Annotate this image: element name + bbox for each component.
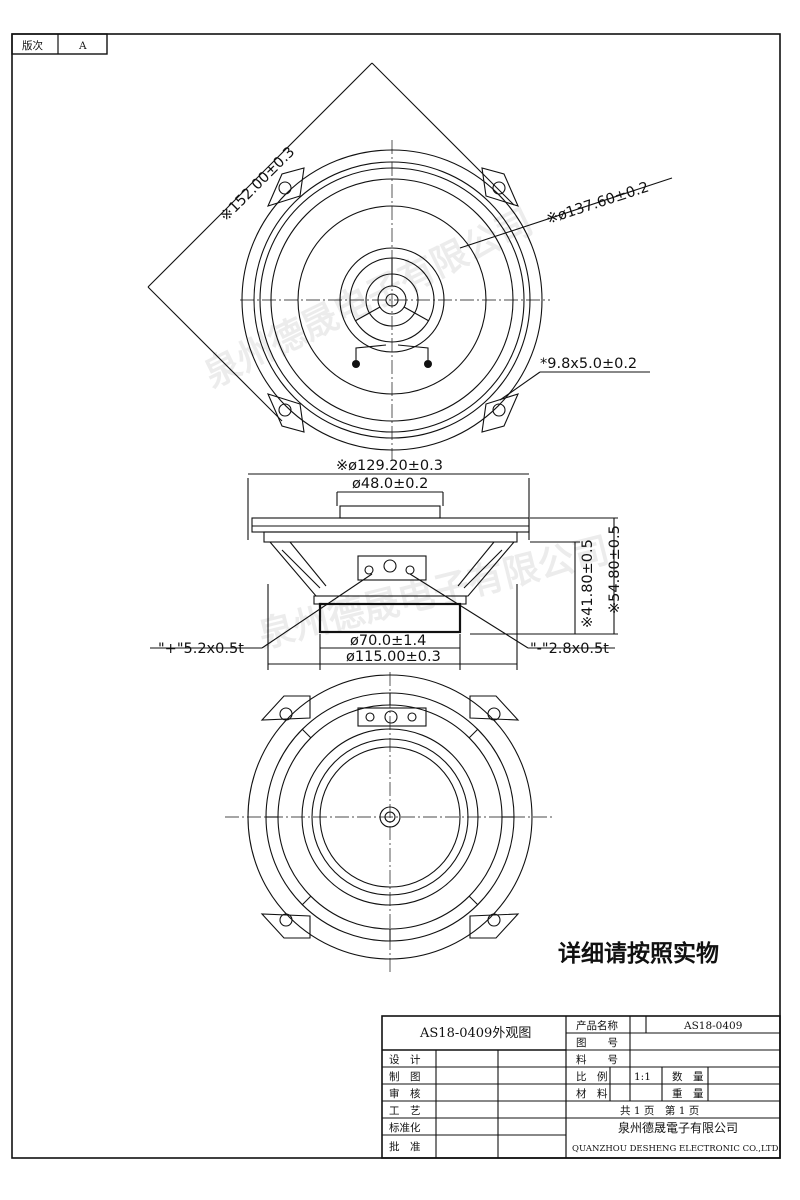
- dim-115-text: ø115.00±0.3: [346, 649, 441, 665]
- drawing-title: AS18-0409外观图: [419, 1026, 531, 1041]
- watermark-side: 泉州德晟电子有限公司: [254, 530, 613, 657]
- material-no-label: 料 号: [576, 1053, 618, 1066]
- dim-48-text: ø48.0±0.2: [352, 476, 428, 492]
- side-view: [247, 478, 530, 634]
- ratio-label: 比 例: [576, 1070, 608, 1083]
- revision-label: 版次: [22, 39, 43, 52]
- front-view: [240, 140, 550, 460]
- pages-text: 共 1 页 第 1 页: [620, 1104, 699, 1117]
- dim-54-text: ※54.80±0.5: [607, 525, 623, 614]
- dim-70-text: ø70.0±1.4: [350, 633, 426, 649]
- company-en: QUANZHOU DESHENG ELECTRONIC CO.,LTD.: [572, 1144, 781, 1154]
- note-text: 详细请按照实物: [558, 940, 719, 967]
- dim-slot-text: *9.8x5.0±0.2: [540, 356, 637, 372]
- role-review: 审 核: [389, 1087, 421, 1100]
- role-design: 设 计: [389, 1053, 421, 1066]
- weight-label: 重 量: [672, 1087, 704, 1100]
- dim-152-text: ※152.00±0.3: [218, 144, 299, 225]
- role-approve: 批 准: [389, 1140, 421, 1153]
- product-name-label: 产品名称: [576, 1019, 618, 1032]
- dim-129-text: ※ø129.20±0.3: [336, 458, 443, 474]
- role-draw: 制 图: [389, 1070, 421, 1083]
- drawing-no-label: 图 号: [576, 1037, 618, 1049]
- material-label: 材 料: [576, 1087, 608, 1100]
- dim-plus-text: "+"5.2x0.5t: [158, 641, 244, 657]
- side-view-dimensions: ※ø129.20±0.3 ø48.0±0.2 ※41.80±0.5 ※54.80…: [150, 458, 623, 670]
- role-process: 工 艺: [389, 1105, 421, 1117]
- dim-41-text: ※41.80±0.5: [580, 539, 596, 628]
- ratio-value: 1:1: [634, 1071, 651, 1083]
- dim-minus-text: "-"2.8x0.5t: [530, 641, 609, 657]
- revision-value: A: [78, 40, 87, 52]
- title-block: AS18-0409外观图 产品名称 AS18-0409 图 号 料 号 比 例 …: [381, 1015, 781, 1159]
- product-name-value: AS18-0409: [683, 1020, 742, 1032]
- role-standard: 标准化: [389, 1121, 421, 1134]
- dim-137-text: ※ø137.60±0.2: [544, 180, 651, 228]
- watermark-top: 泉州德晟电子有限公司: [198, 201, 540, 396]
- company-cn: 泉州德晟電子有限公司: [618, 1120, 738, 1135]
- qty-label: 数 量: [672, 1070, 704, 1083]
- revision-box: 版次 A: [11, 33, 108, 55]
- rear-view: [225, 672, 555, 972]
- dim-slot: *9.8x5.0±0.2: [499, 356, 650, 401]
